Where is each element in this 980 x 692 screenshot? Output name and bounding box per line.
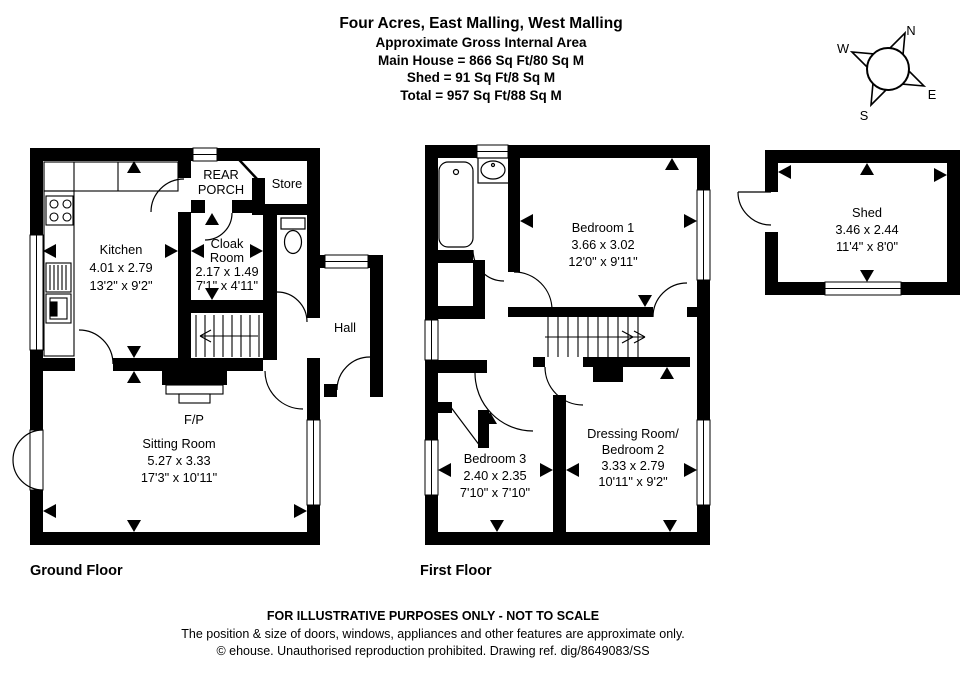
chimney-breast: [162, 358, 227, 385]
page-title: Four Acres, East Malling, West Malling: [339, 15, 623, 32]
bedroom-3-dims-metric: 2.40 x 2.35: [463, 468, 526, 483]
header-subtitle: Approximate Gross Internal Area: [375, 35, 587, 50]
kitchen-fixtures: [43, 161, 179, 357]
fireplace: [165, 384, 224, 404]
header-area-total: Total = 957 Sq Ft/88 Sq M: [400, 87, 562, 103]
wc-door-arc: [276, 291, 308, 323]
bedroom-2-label-1: Dressing Room/: [587, 426, 679, 441]
ground-floor-caption: Ground Floor: [30, 563, 123, 579]
footer-approximate-note: The position & size of doors, windows, a…: [181, 626, 685, 641]
bedroom-3-door-arc: [474, 372, 534, 432]
bedroom-3-label: Bedroom 3: [464, 451, 527, 466]
cloak-room-dims-metric: 2.17 x 1.49: [195, 264, 258, 279]
shed-labels: Shed 3.46 x 2.44 11'4" x 8'0": [835, 205, 898, 254]
first-floor-labels: Bedroom 1 3.66 x 3.02 12'0" x 9'11" Bedr…: [460, 220, 679, 500]
shed-door-opening: [765, 192, 778, 232]
shed-measure-arrows: [778, 163, 947, 282]
compass-s-label: S: [860, 108, 869, 123]
basin-icon: [477, 157, 510, 184]
cloak-room-label-1: Cloak: [211, 236, 244, 251]
bedroom-2-label-2: Bedroom 2: [602, 442, 665, 457]
sink-icon: [45, 262, 72, 324]
kitchen-porch-door-arc: [150, 178, 185, 213]
bedroom-2-door-arc: [544, 366, 584, 406]
shed-label: Shed: [852, 205, 882, 220]
shed-plan: Shed 3.46 x 2.44 11'4" x 8'0": [737, 150, 960, 296]
footer-copyright: © ehouse. Unauthorised reproduction proh…: [216, 644, 650, 658]
ground-floor-plan: Kitchen 4.01 x 2.79 13'2" x 9'2" REAR PO…: [12, 147, 383, 545]
cloak-room-dims-imperial: 7'1" x 4'11": [196, 278, 258, 293]
shed-door-arc: [737, 191, 772, 226]
ground-floor-stairs: [195, 315, 260, 357]
rear-porch-label-1: REAR: [203, 167, 239, 182]
compass-rose-icon: N E S W: [837, 23, 936, 123]
ground-floor-windows: [29, 147, 369, 506]
bedroom-1-dims-metric: 3.66 x 3.02: [571, 237, 634, 252]
bathroom-door-arc: [472, 249, 505, 282]
cupboard-door-leaf: [449, 405, 481, 447]
sitting-room-label: Sitting Room: [142, 436, 215, 451]
hall-sitting-door-arc: [264, 370, 304, 410]
kitchen-counter: [43, 161, 179, 192]
bedroom-3-dims-imperial: 7'10" x 7'10": [460, 485, 530, 500]
porch-cloakroom-door-arc: [204, 212, 233, 241]
compass-e-label: E: [928, 87, 937, 102]
compass-n-label: N: [906, 23, 915, 38]
bedroom-1-label: Bedroom 1: [572, 220, 635, 235]
kitchen-dims-metric: 4.01 x 2.79: [89, 260, 152, 275]
footer: FOR ILLUSTRATIVE PURPOSES ONLY - NOT TO …: [0, 608, 866, 661]
first-floor-measure-arrows: [438, 158, 697, 532]
bathroom-fixtures: [438, 157, 510, 248]
sitting-room-dims-metric: 5.27 x 3.33: [147, 453, 210, 468]
bedroom-1-door-arc: [513, 271, 553, 311]
front-door-arc: [336, 356, 371, 391]
store-label: Store: [272, 176, 303, 191]
kitchen-sitting-door-arc: [78, 329, 114, 365]
hall-label: Hall: [334, 320, 356, 335]
ground-floor-doors: [12, 149, 371, 491]
first-floor-caption: First Floor: [420, 563, 492, 579]
bedroom-1-second-door-arc: [652, 282, 688, 318]
first-floor-chimney: [593, 367, 623, 382]
fireplace-label: F/P: [184, 412, 204, 427]
kitchen-dims-imperial: 13'2" x 9'2": [89, 278, 152, 293]
hob-icon: [45, 195, 74, 226]
sitting-room-dims-imperial: 17'3" x 10'11": [141, 470, 217, 485]
ground-floor-measure-arrows: [43, 161, 307, 532]
french-door-opening: [29, 429, 44, 491]
first-floor-doors: [449, 249, 688, 447]
header-area-shed: Shed = 91 Sq Ft/8 Sq M: [406, 70, 556, 85]
cloak-room-label-2: Room: [210, 250, 244, 265]
kitchen-label: Kitchen: [100, 242, 143, 257]
compass-w-label: W: [837, 41, 850, 56]
toilet-icon: [280, 217, 306, 255]
first-floor-plan: Bedroom 1 3.66 x 3.02 12'0" x 9'11" Bedr…: [424, 144, 711, 545]
kitchen-counter-left: [43, 190, 75, 357]
shed-openings: [765, 192, 902, 296]
header-area-main-house: Main House = 866 Sq Ft/80 Sq M: [378, 52, 584, 68]
ground-floor-labels: Kitchen 4.01 x 2.79 13'2" x 9'2" REAR PO…: [89, 167, 356, 485]
bedroom-2-dims-metric: 3.33 x 2.79: [601, 458, 664, 473]
bathtub-icon: [438, 161, 474, 248]
shed-dims-imperial: 11'4" x 8'0": [836, 239, 898, 254]
footer-disclaimer: FOR ILLUSTRATIVE PURPOSES ONLY - NOT TO …: [266, 609, 600, 623]
french-door-arc-top: [12, 429, 44, 461]
ground-floor-walls: [30, 148, 383, 545]
shed-door: [737, 191, 772, 226]
bedroom-1-dims-imperial: 12'0" x 9'11": [568, 254, 637, 269]
rear-porch-label-2: PORCH: [198, 182, 244, 197]
french-door-arc-bottom: [12, 459, 44, 491]
header: Four Acres, East Malling, West Malling A…: [0, 14, 962, 104]
bedroom-2-dims-imperial: 10'11" x 9'2": [598, 474, 667, 489]
shed-dims-metric: 3.46 x 2.44: [835, 222, 898, 237]
first-floor-stairs: [545, 317, 646, 357]
store-door-leaf: [229, 149, 259, 181]
